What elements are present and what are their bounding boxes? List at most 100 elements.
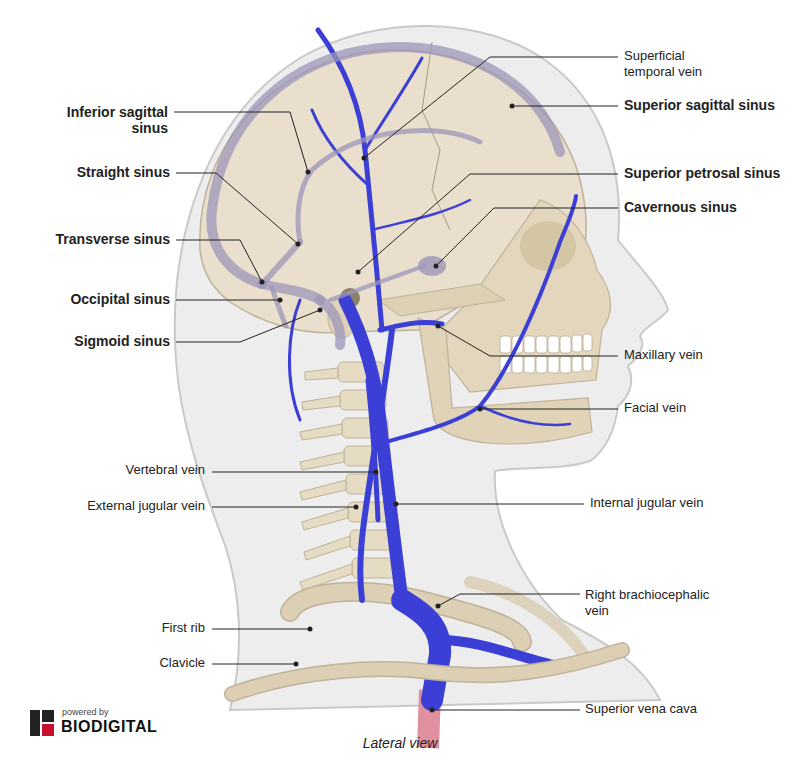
leader-dot [436,604,441,609]
spinous-process [300,480,346,500]
sinus-label: Superior petrosal sinus [624,165,794,181]
leader-line [432,710,580,711]
logo-block [42,710,54,722]
view-caption: Lateral view [300,735,500,751]
watermark: powered by [62,707,182,718]
leader-dot [362,156,367,161]
leader-line [176,300,280,301]
vein-label: Superficial temporal vein [624,48,716,80]
tooth [500,336,511,353]
maxillary-vein [380,323,442,330]
veins [289,30,576,700]
tooth [548,336,559,353]
occipital-vein [289,300,300,420]
watermark: BIODIGITAL [61,719,211,735]
leader-line [358,174,618,272]
spinous-process [300,452,344,470]
cavernous-sinus [418,256,446,276]
leader-dot [294,662,299,667]
leader-dot [478,407,483,412]
sinus-label: Inferior sagittal sinus [64,104,168,136]
zygomatic-arch [378,284,505,316]
leader-dots [260,104,515,713]
leader-line [364,57,618,158]
tooth [524,336,535,353]
sinus-label: Occipital sinus [10,291,170,307]
bone-label: Clavicle [15,655,205,671]
leader-dot [308,627,313,632]
leader-dot [434,264,439,269]
tooth [536,336,547,353]
tooth [560,356,571,373]
leader-dot [354,505,359,510]
straight-sinus [266,242,300,280]
spinous-process [302,396,340,410]
external-jugular-vein [360,330,392,600]
vein-label: Right brachiocephalic vein [585,587,710,619]
tooth [583,356,592,371]
leader-dot [374,470,379,475]
tooth [548,356,559,373]
leader-dot [356,270,361,275]
logo-block [30,710,40,736]
skull-suture [422,42,450,230]
spinous-process [304,536,350,560]
leader-line [176,173,298,244]
leader-dot [430,708,435,713]
leader-line [212,664,296,665]
vein-label: Superior vena cava [585,701,785,717]
sinus-label: Transverse sinus [10,231,170,247]
internal-jugular-vein [345,300,402,600]
spinous-process [302,508,348,530]
leader-dot [278,298,283,303]
inferior-sagittal-sinus [298,130,480,242]
tooth [524,356,535,373]
leader-dot [296,242,301,247]
superior-petrosal-sinus [330,266,424,300]
logo-mark [30,710,54,736]
temporal-branch [372,200,470,230]
leader-line [176,310,320,342]
leader-line [512,106,618,107]
vein-label: Maxillary vein [624,347,794,363]
leader-line [176,240,262,282]
superior-sagittal-sinus [211,47,560,284]
occipital-sinus [272,288,286,326]
spinous-process [305,368,338,380]
spinous-process [300,424,342,440]
leader-dot [436,324,441,329]
clavicle [232,650,622,694]
leader-line [212,629,310,630]
sinus-label: Straight sinus [10,164,170,180]
clavicle [232,650,622,694]
leader-dot [260,280,265,285]
tooth [583,334,592,351]
leader-dot [394,502,399,507]
vein-label: External jugular vein [15,498,205,514]
sinus-label: Superior sagittal sinus [624,97,794,113]
tooth [512,356,523,373]
leader-line [396,504,584,505]
vein-label: Internal jugular vein [590,495,790,511]
facial-vein [386,196,576,442]
leader-line [438,326,618,356]
leader-line [212,472,376,473]
leader-line [480,409,618,410]
leader-dot [306,170,311,175]
leader-dot [510,104,515,109]
bone-label: First rib [15,620,205,636]
sinus-label: Sigmoid sinus [10,333,170,349]
leader-dot [318,308,323,313]
logo-block [42,724,54,736]
tooth [572,335,582,352]
tooth [536,356,547,373]
vein-label: Facial vein [624,400,794,416]
leader-line [212,507,356,508]
vertebral-vein [368,380,378,520]
leader-line [438,594,580,606]
brachiocephalic-vein [402,600,440,700]
leader-line [174,112,308,172]
leader-lines [174,57,618,710]
tooth [572,356,582,372]
